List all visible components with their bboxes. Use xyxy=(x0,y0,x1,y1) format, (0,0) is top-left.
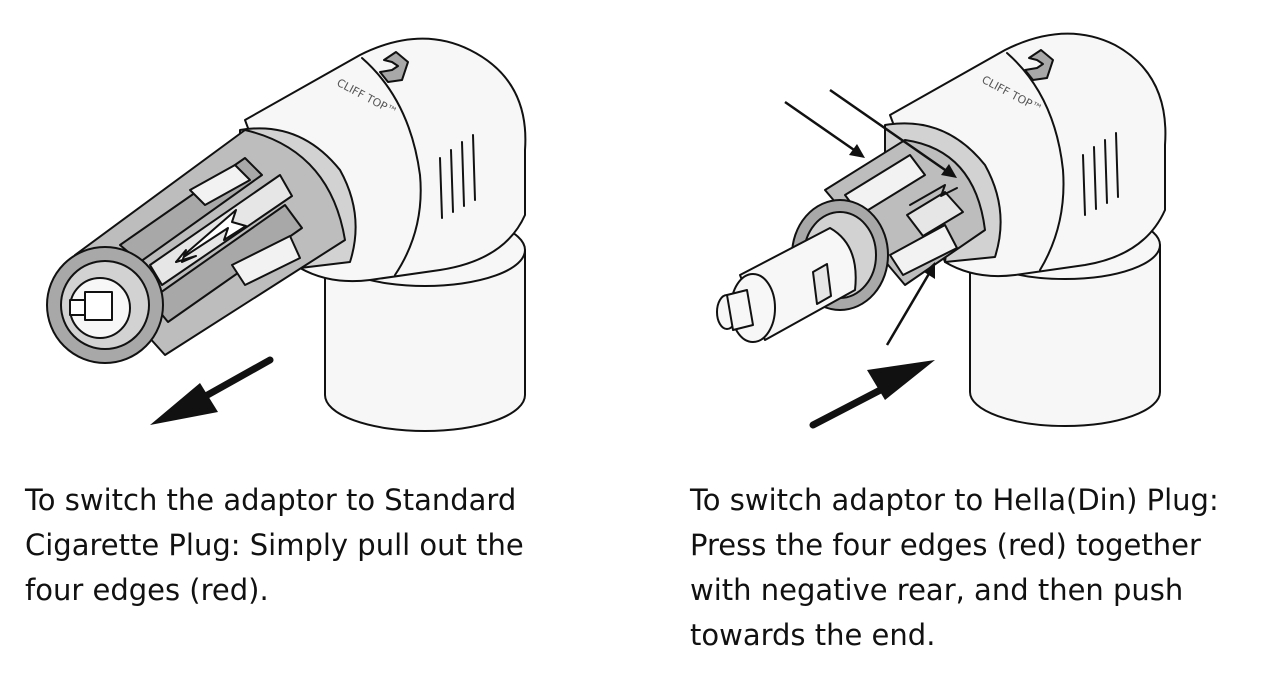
left-instruction-panel: CLIFF TOP™ xyxy=(0,0,640,694)
right-caption-line-3: with negative rear, and then push xyxy=(690,573,1184,607)
retracted-sleeve xyxy=(824,139,986,286)
adaptor-extended-illustration: CLIFF TOP™ xyxy=(46,37,527,432)
right-caption-line-2: Press the four edges (red) together xyxy=(690,528,1201,562)
hella-plug-tip xyxy=(716,227,857,343)
front-ring xyxy=(46,246,164,364)
right-instruction-panel: CLIFF TOP™ xyxy=(645,0,1285,694)
adaptor-retracted-illustration: CLIFF TOP™ xyxy=(716,32,1167,429)
left-caption-line-3: four edges (red). xyxy=(25,573,269,607)
left-caption-line-1: To switch the adaptor to Standard xyxy=(25,483,517,517)
right-caption-line-1: To switch adaptor to Hella(Din) Plug: xyxy=(690,483,1219,517)
right-caption: To switch adaptor to Hella(Din) Plug: Pr… xyxy=(690,478,1219,658)
left-caption: To switch the adaptor to Standard Cigare… xyxy=(25,478,524,613)
press-arrows xyxy=(784,88,957,346)
right-caption-line-4: towards the end. xyxy=(690,618,936,652)
pull-out-arrow xyxy=(150,356,274,425)
left-caption-line-2: Cigarette Plug: Simply pull out the xyxy=(25,528,524,562)
push-in-arrow xyxy=(809,360,935,429)
